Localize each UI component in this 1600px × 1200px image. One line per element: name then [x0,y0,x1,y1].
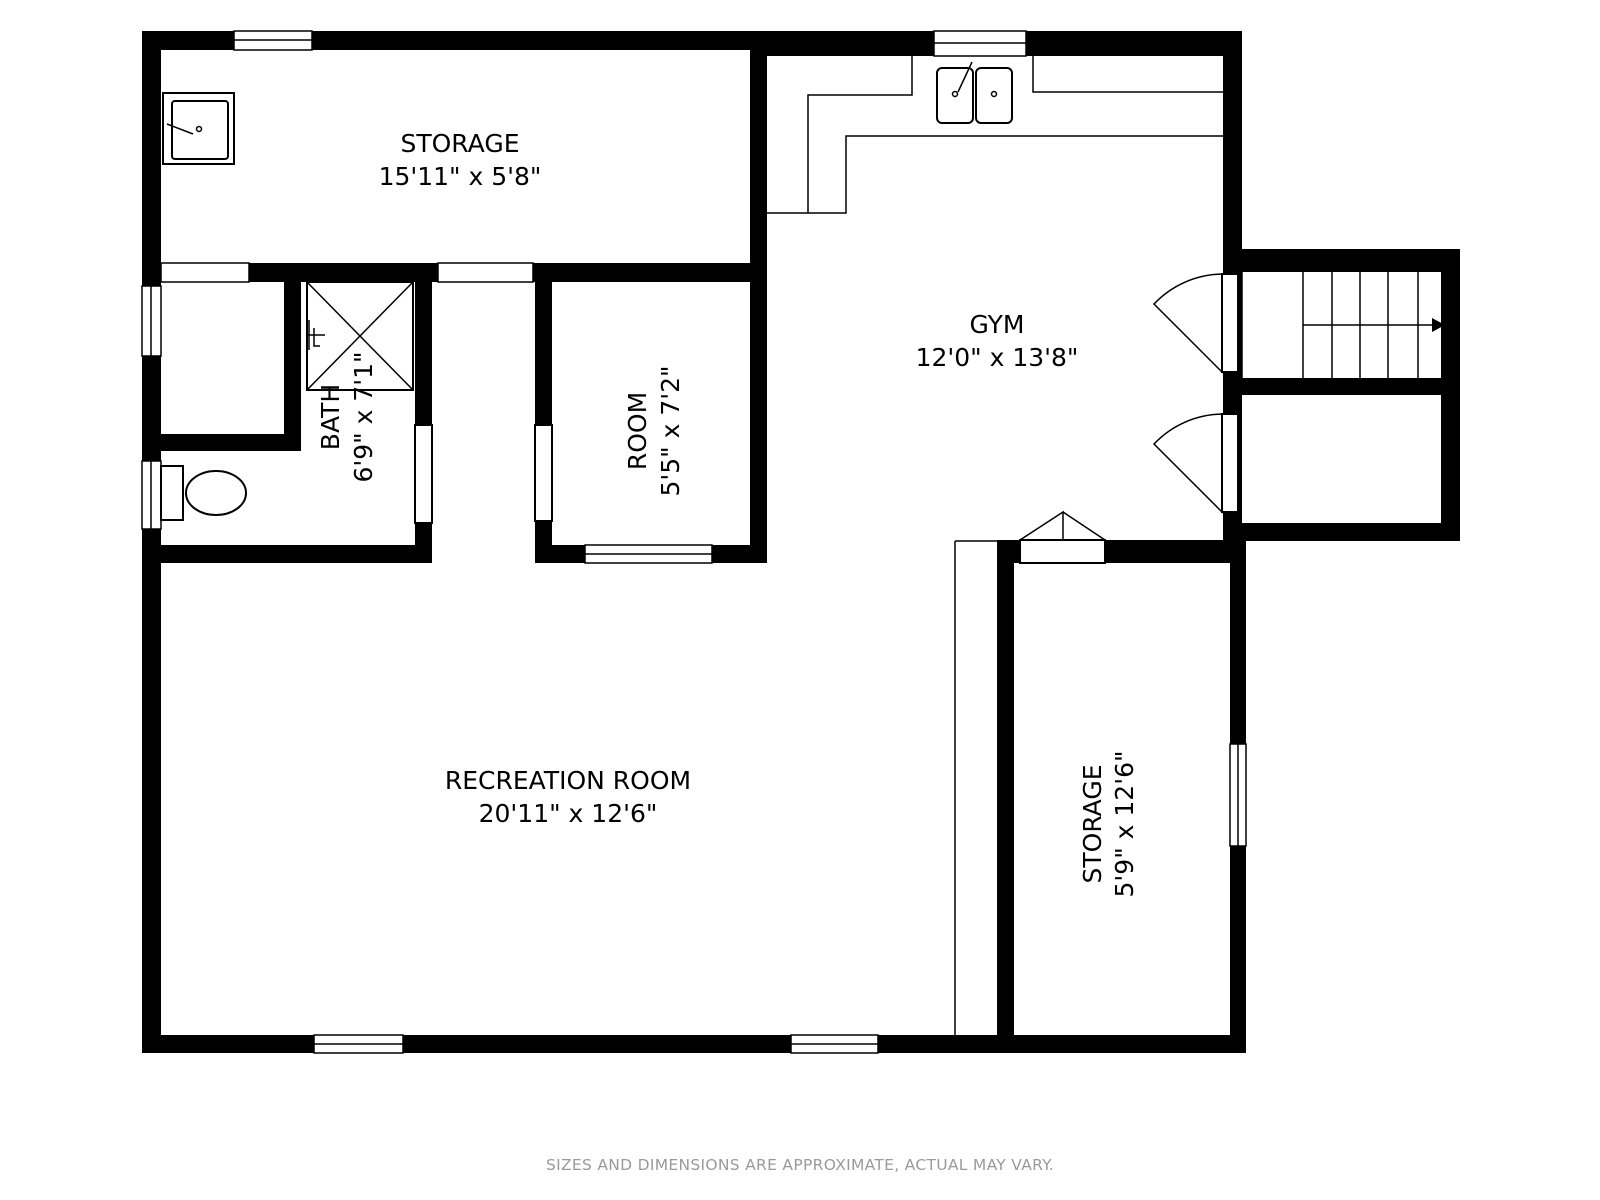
wall-left [142,31,161,1053]
window-bottom-left [313,1034,404,1054]
door-swing-stair-lower [1152,413,1223,514]
wall-room-left-a [535,263,552,425]
door-frame-room [534,424,553,522]
gym-counter [767,56,1223,214]
wall-storage-bottom-a [249,263,438,282]
door-double-storage [1019,510,1106,541]
windows [141,30,1247,1054]
wall-bath-right-a [415,263,432,425]
opening-storage-top [437,262,534,283]
wall-closet-bottom [142,434,301,451]
stair-arrow-icon [1432,318,1445,332]
recreation-bar [954,540,997,1035]
gym-name: GYM [970,310,1025,339]
utility-sink-icon [162,92,235,165]
wall-top-left [142,31,750,50]
wall-storage2-top-b [1105,540,1246,563]
window-room-bottom [584,544,713,564]
bath-name: BATH [316,384,345,450]
storage-top-name: STORAGE [400,129,519,158]
wall-storage-bottom-b [533,263,767,282]
window-top-storage [233,30,313,51]
labels: STORAGE 15'11" x 5'8" GYM 12'0" x 13'8" … [316,129,1139,1174]
fixtures [160,56,1445,1035]
storage-right-dims: 5'9" x 12'6" [1110,751,1139,898]
doors [160,262,1239,564]
opening-closet-top [160,262,250,283]
recreation-name: RECREATION ROOM [445,766,691,795]
wall-stair-mid [1223,378,1460,395]
wall-stair-bottom [1223,523,1460,541]
bath-dims: 6'9" x 7'1" [349,351,378,482]
double-sink-icon [936,61,1013,124]
room-name: ROOM [623,392,652,470]
toilet-icon [160,465,247,521]
shower-icon [306,281,414,391]
wall-storage-gym [750,31,767,563]
window-left-bath [141,460,162,530]
room-dims: 5'5" x 7'2" [656,365,685,496]
window-left-closet [141,285,162,357]
disclaimer: SIZES AND DIMENSIONS ARE APPROXIMATE, AC… [546,1156,1054,1174]
storage-right-name: STORAGE [1078,764,1107,883]
staircase [1241,272,1445,378]
gym-dims: 12'0" x 13'8" [916,343,1079,372]
storage-top-dims: 15'11" x 5'8" [379,162,542,191]
window-bottom-right [790,1034,879,1054]
wall-storage2-left [997,540,1014,1053]
recreation-dims: 20'11" x 12'6" [479,799,658,828]
door-frame-bath [414,424,433,524]
window-right-storage [1229,743,1247,847]
door-frame-storage [1019,539,1106,564]
door-leaf-stair-upper [1221,273,1239,373]
wall-bath-bottom [142,545,432,563]
wall-stair-top [1223,249,1460,272]
wall-bottom [142,1035,1246,1053]
door-swing-stair-upper [1152,273,1223,374]
walls [142,31,1460,1053]
wall-bath-left [284,263,301,451]
window-top-gym [933,30,1027,57]
door-leaf-stair-lower [1221,413,1239,513]
